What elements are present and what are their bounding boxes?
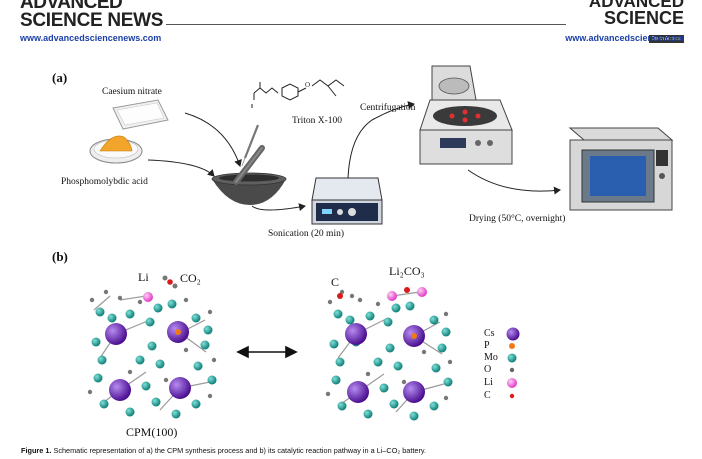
triton-label: Triton X-100 xyxy=(292,116,343,126)
panel-b-label: (b) xyxy=(52,249,68,264)
legend-label-c: C xyxy=(484,390,491,401)
co2-label: CO₂ xyxy=(180,271,201,285)
centrifugation-label: Centrifugation xyxy=(360,103,416,113)
legend-label-cs: Cs xyxy=(484,328,495,339)
sonication-bath-icon xyxy=(311,177,383,225)
structure-name-label: CPM(100) xyxy=(126,425,178,439)
svg-text:O: O xyxy=(305,81,310,89)
header-rule xyxy=(166,24,566,25)
li2co3-label: Li₂CO₃ xyxy=(389,264,425,278)
c-label: C xyxy=(331,275,340,289)
logo-left-line1: ADVANCED xyxy=(20,0,123,13)
cpm-structure-right xyxy=(325,287,453,421)
panel-a-label: (a) xyxy=(52,70,68,85)
caesium-nitrate-label: Caesium nitrate xyxy=(102,87,162,97)
mortar-pestle-icon xyxy=(211,145,287,205)
figure-caption: Figure 1. Schematic representation of a)… xyxy=(21,446,426,455)
phosphomolybdic-acid-dish-icon xyxy=(89,135,143,164)
caption-text: Schematic representation of a) the CPM s… xyxy=(53,446,427,455)
cpm-structure-left xyxy=(87,275,217,419)
reaction-double-arrow xyxy=(236,345,298,359)
journal-logo-right: ADVANCED SCIENCE Open Access xyxy=(589,0,684,45)
drying-label: Drying (50°C, overnight) xyxy=(469,214,566,224)
legend-label-o: O xyxy=(484,364,492,375)
logo-right-line2: SCIENCE xyxy=(603,8,684,28)
centrifuge-icon xyxy=(419,65,513,165)
url-left-link[interactable]: www.advancedsciencenews.com xyxy=(20,33,162,43)
journal-logo-left: ADVANCED SCIENCE NEWS xyxy=(20,0,164,31)
legend-label-p: P xyxy=(484,340,490,351)
caesium-nitrate-dish-icon xyxy=(112,99,169,130)
url-right-link[interactable]: www.advancedscience.com xyxy=(565,33,684,43)
triton-structure-icon: O xyxy=(251,79,345,108)
logo-left-line2: SCIENCE NEWS xyxy=(20,10,164,31)
legend-label-mo: Mo xyxy=(484,352,498,363)
open-access-badge: Open Access xyxy=(648,35,684,43)
sonication-label: Sonication (20 min) xyxy=(268,229,344,239)
drying-oven-icon xyxy=(568,127,674,211)
logo-right-line1: ADVANCED xyxy=(588,0,684,11)
figure-number: Figure 1. xyxy=(21,446,52,455)
legend-label-li: Li xyxy=(484,377,493,388)
pipette-icon xyxy=(241,124,260,167)
li-label: Li xyxy=(138,270,149,284)
phosphomolybdic-acid-label: Phosphomolybdic acid xyxy=(61,177,148,187)
legend-markers xyxy=(506,327,520,399)
